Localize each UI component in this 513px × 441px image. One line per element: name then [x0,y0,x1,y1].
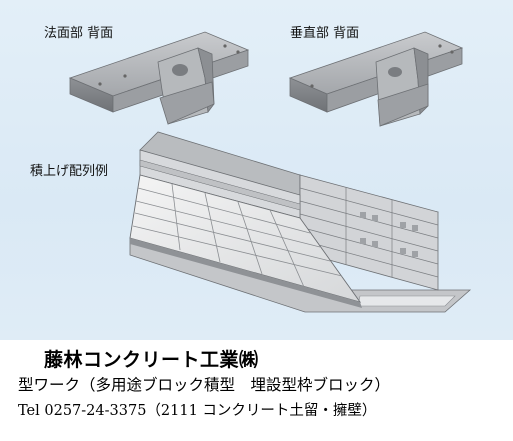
product-illustration: 法面部 背面 垂直部 背面 積上げ配列例 [0,0,513,340]
stack-example-label: 積上げ配列例 [30,164,109,179]
company-name: 藤林コンクリート工業㈱ [44,349,259,371]
phone-number: Tel 0257-24-3375（2111 コンクリート土留・擁壁） [18,403,377,419]
product-line: 型ワーク（多用途ブロック積型 埋設型枠ブロック） [18,376,391,394]
slope-back-label: 法面部 背面 [44,26,114,41]
vertical-back-label: 垂直部 背面 [290,26,360,41]
footer [0,340,513,441]
vertical-block-render [288,31,464,127]
slope-block-render [68,31,250,125]
stack-arrangement-render [129,131,472,313]
block-renderings [68,31,472,313]
